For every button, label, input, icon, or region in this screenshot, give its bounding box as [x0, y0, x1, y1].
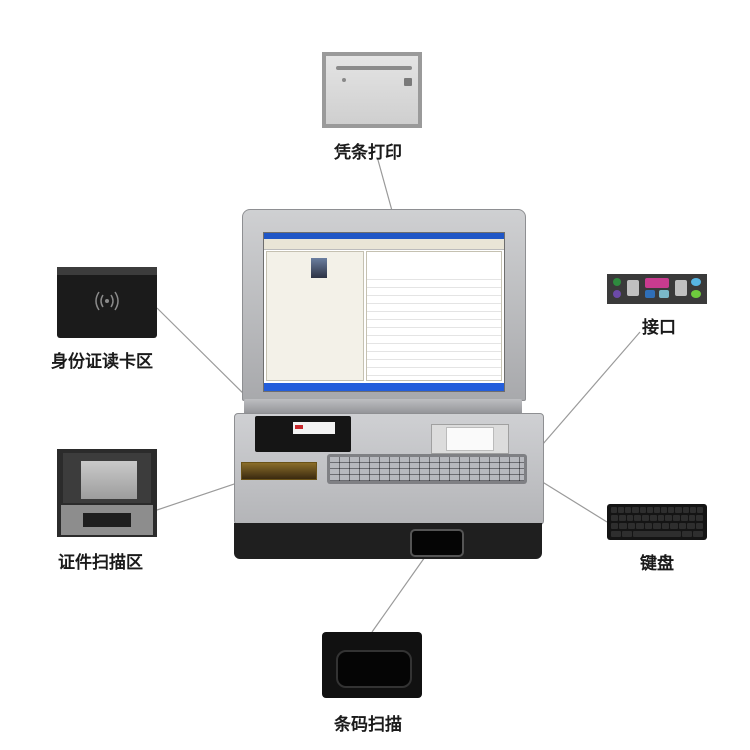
keyboard-icon — [607, 504, 707, 540]
screen-toolbar — [264, 239, 504, 250]
card-reader-edge — [57, 267, 157, 275]
scanner-lid — [63, 453, 151, 503]
device-barcode-window — [410, 529, 464, 557]
keyboard-row — [611, 523, 703, 529]
printer-indicator — [342, 78, 346, 82]
id-card — [293, 422, 335, 434]
label-interface: 接口 — [642, 318, 676, 338]
ports-icon — [607, 274, 707, 304]
label-barcode-scan: 条码扫描 — [334, 715, 402, 735]
vga-port — [645, 290, 655, 298]
keyboard-keys — [330, 457, 524, 481]
label-keyboard: 键盘 — [640, 554, 674, 574]
audio-port — [691, 290, 701, 298]
printer-face — [326, 56, 418, 124]
keyboard-row — [611, 531, 704, 537]
label-id-card-reader: 身份证读卡区 — [51, 352, 153, 372]
leader-interface — [535, 331, 641, 453]
screen-taskbar — [264, 383, 504, 391]
scanner-bed — [61, 505, 153, 535]
printer-paper-slot — [336, 66, 412, 70]
device-lid — [242, 209, 526, 401]
printer-button — [404, 78, 412, 86]
scanner-icon — [57, 449, 157, 537]
device-keyboard — [327, 454, 527, 484]
device-screen — [263, 232, 505, 392]
label-document-scan: 证件扫描区 — [58, 553, 143, 573]
device-hinge — [244, 399, 522, 415]
barcode-window — [336, 650, 412, 688]
printer-icon — [322, 52, 422, 128]
keyboard-row — [611, 515, 703, 521]
receipt-paper — [446, 427, 494, 451]
screen-records-panel — [366, 251, 502, 381]
rfid-icon — [57, 267, 157, 338]
receipt-tray — [431, 424, 509, 454]
scanner-document — [83, 513, 131, 527]
barcode-scanner-icon — [322, 632, 422, 698]
ps2-port — [613, 290, 621, 298]
scanner-glass — [81, 461, 137, 499]
audio-port — [691, 278, 701, 286]
device-body — [234, 413, 544, 525]
leader-keyboard — [535, 477, 608, 523]
screen-form-panel — [266, 251, 364, 381]
wireless-signal-icon — [95, 291, 119, 311]
leader-id-card-reader — [156, 307, 259, 409]
card-logo — [295, 425, 303, 429]
serial-port — [659, 290, 669, 298]
usb-port — [675, 280, 687, 296]
id-photo — [311, 258, 327, 278]
ps2-port — [613, 278, 621, 286]
brand-plate — [241, 462, 317, 480]
leader-barcode-scan — [371, 546, 433, 633]
records-grid — [367, 272, 501, 380]
keyboard-row — [611, 507, 704, 513]
parallel-port — [645, 278, 669, 288]
label-receipt-print: 凭条打印 — [334, 143, 402, 163]
usb-port — [627, 280, 639, 296]
device-base — [234, 523, 542, 559]
screen-titlebar — [264, 233, 504, 239]
id-card-reader-pad — [255, 416, 351, 452]
